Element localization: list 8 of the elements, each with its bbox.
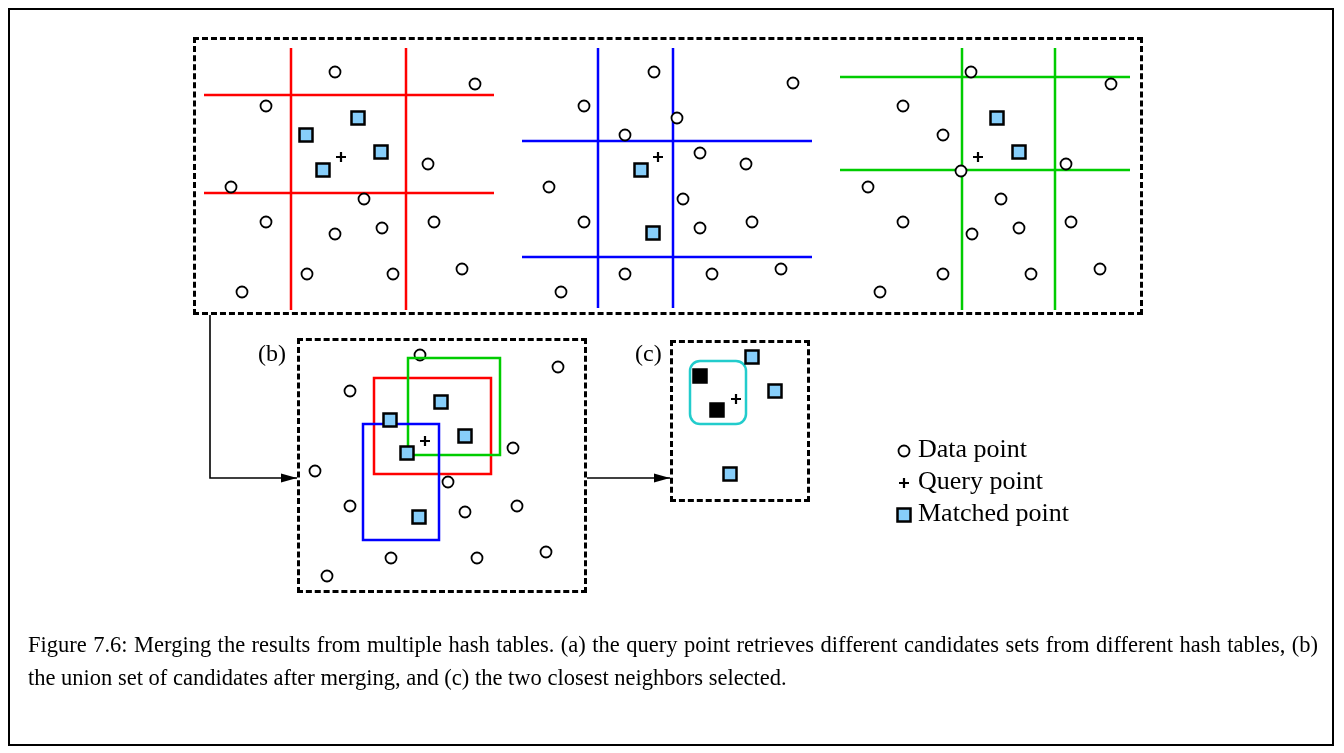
figure-caption: Figure 7.6: Merging the results from multiple hash tables. (a) the query point retrieves different candidates sets from different hash tables, (b) the union set of candidates after merging, and (c) the two closest neighbors selected.: [28, 631, 1318, 692]
legend-text: Data point: [918, 434, 1028, 464]
panel-label: (b): [258, 340, 286, 366]
arrow: [586, 473, 671, 483]
legend-text: Matched point: [918, 498, 1069, 528]
legend-text: Query point: [918, 466, 1043, 496]
panel-label: (c): [635, 340, 662, 366]
arrow: [209, 314, 298, 483]
